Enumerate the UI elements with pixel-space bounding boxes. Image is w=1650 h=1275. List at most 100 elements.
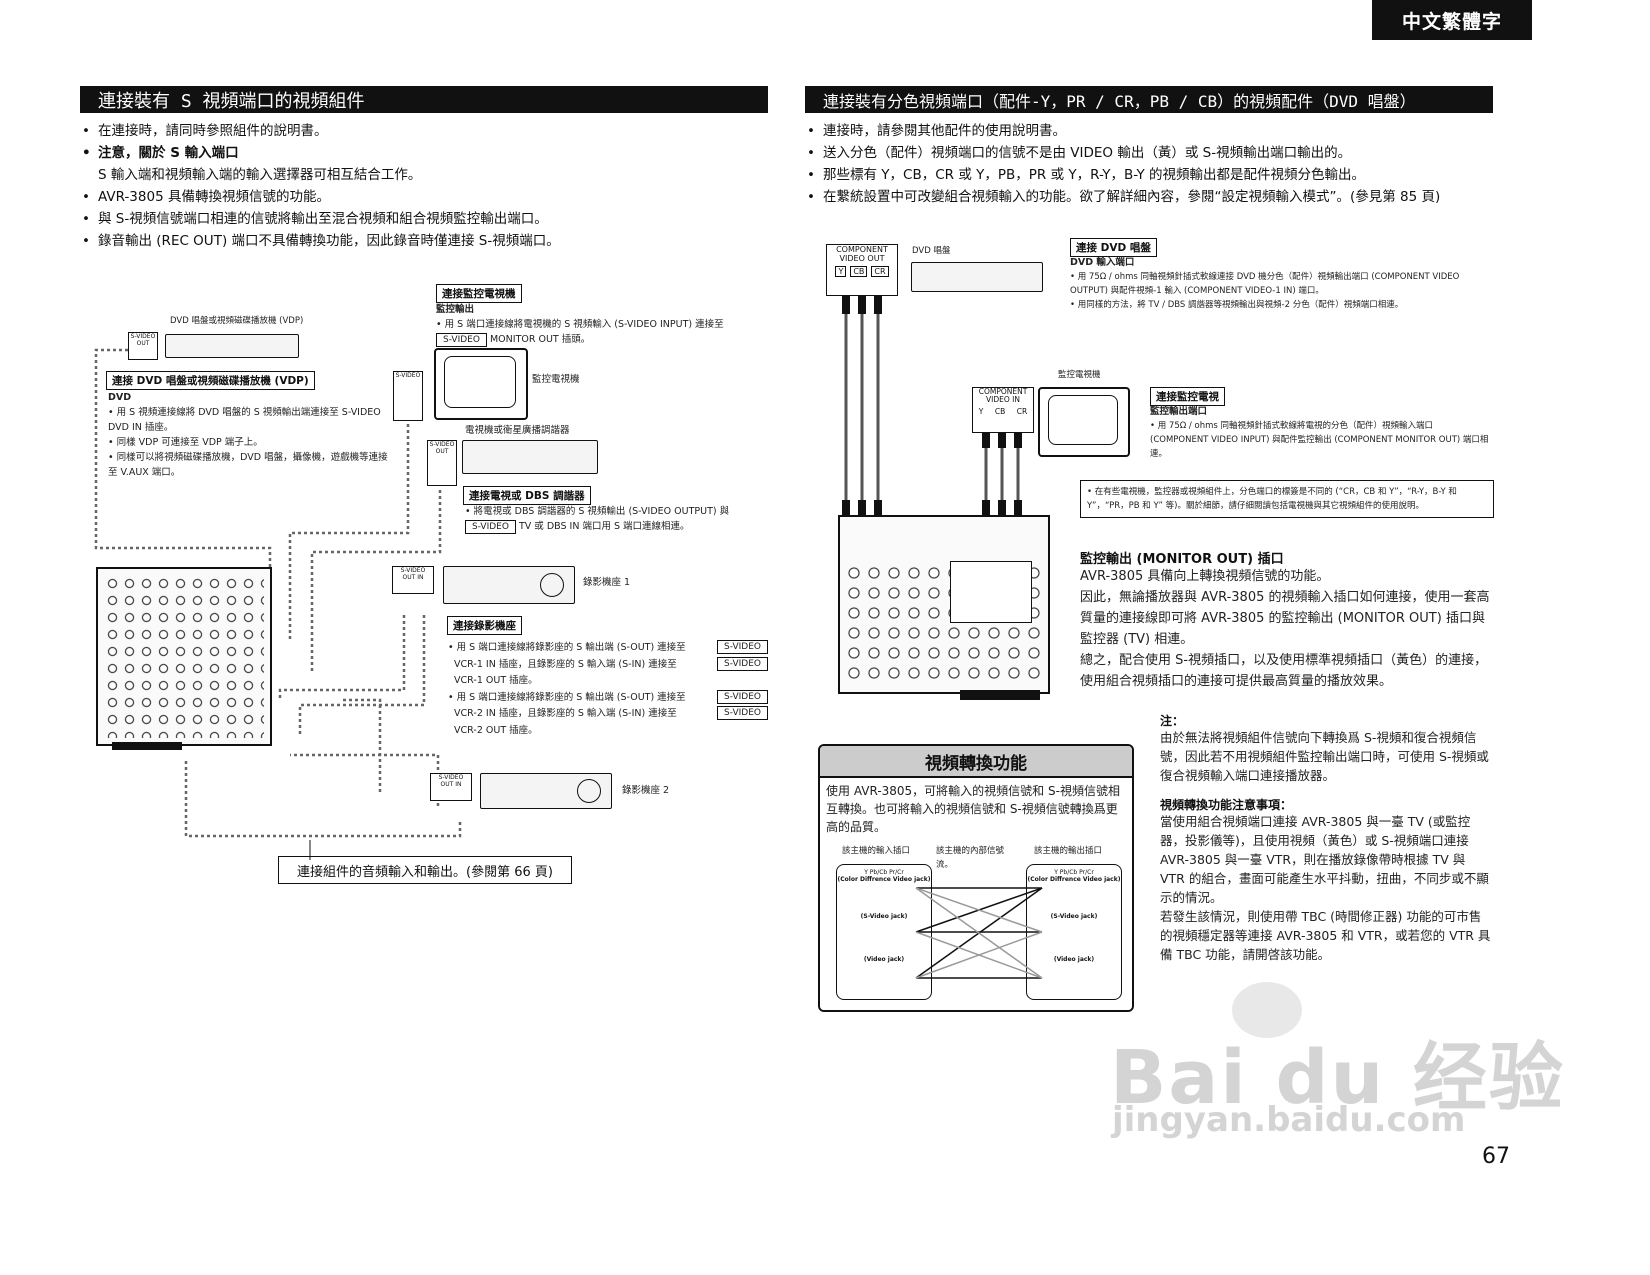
list-item: AVR-3805 具備轉換視頻信號的功能。 <box>80 186 770 208</box>
dvd-player-icon <box>911 262 1043 292</box>
language-tab: 中文繁體字 <box>1372 0 1532 40</box>
note-text: 由於無法將視頻組件信號向下轉換爲 S-視頻和復合視頻信號，因此若不用視頻組件監控… <box>1160 730 1489 783</box>
list-item: VCR-1 IN 插座，且錄影座的 S 輸入端 (S-IN) 連接至 S-VID… <box>448 656 768 674</box>
tv-monitor-icon <box>434 348 528 420</box>
video-conversion-title: 視頻轉換功能 <box>820 746 1132 778</box>
dvd-connect-box: 連接 DVD 唱盤或視頻磁碟播放機 (VDP) <box>106 371 315 390</box>
signal-flow-arrows <box>915 887 1043 979</box>
list-item: VCR-2 IN 插座，且錄影座的 S 輸入端 (S-IN) 連接至 S-VID… <box>448 706 768 723</box>
tv-monitor-icon <box>1038 387 1130 457</box>
monitor-notes: 監控輸出 • 用 S 端口連接線將電視機的 S 視頻輸入 (S-VIDEO IN… <box>436 302 772 347</box>
vc-col-out: 該主機的輸出插口 <box>1034 846 1103 856</box>
tuner-icon <box>462 440 598 474</box>
dvd-player-icon <box>165 334 299 358</box>
video-conversion-panel: 視頻轉換功能 使用 AVR-3805，可將輸入的視頻信號和 S-視頻信號相互轉換… <box>818 744 1134 1012</box>
component-out-box: COMPONENT VIDEO OUT Y CB CR <box>826 244 898 296</box>
left-bullet-list: 在連接時，請同時參照組件的說明書。 注意，關於 S 輸入端口 S 輸入端和視頻輸… <box>80 120 770 252</box>
list-item: • 用 S 視頻連接線將 DVD 唱盤的 S 視頻輸出端連接至 S-VIDEO … <box>108 407 381 433</box>
video-conversion-text: 使用 AVR-3805，可將輸入的視頻信號和 S-視頻信號相互轉換。也可將輸入的… <box>826 784 1120 834</box>
tuner-notes: • 將電視或 DBS 調諧器的 S 視頻輸出 (S-VIDEO OUTPUT) … <box>465 504 771 534</box>
vcr2-label: 錄影機座 2 <box>622 785 670 796</box>
monitor-out-heading: 監控輸出端口 <box>1150 406 1208 417</box>
caution-text: 當使用組合視頻端口連接 AVR-3805 與一臺 TV (或監控器，投影儀等)，… <box>1160 812 1492 964</box>
label-note-box: • 在有些電視機，監控器或視頻組件上，分色端口的標簽是不同的 (“CR，CB 和… <box>1080 480 1494 518</box>
vcr1-label: 錄影機座 1 <box>583 577 631 588</box>
list-item: VCR-1 OUT 插座。 <box>454 675 538 686</box>
svideo-tag: S-VIDEO <box>436 333 487 347</box>
svideo-jack-box: S-VIDEO <box>393 371 423 421</box>
component-out-label: COMPONENT VIDEO OUT <box>836 245 888 263</box>
paw-icon <box>1232 982 1302 1038</box>
monitor-out-paragraphs: AVR-3805 具備向上轉換視頻信號的功能。 因此，無論播放器與 AVR-38… <box>1080 566 1494 692</box>
svideo-tag: S-VIDEO <box>465 520 516 534</box>
tuner-connect-box: 連接電視或 DBS 調諧器 <box>463 486 591 505</box>
svideo-out-label: OUT <box>136 340 150 347</box>
list-item: S-VIDEO TV 或 DBS IN 端口用 S 端口連線相連。 <box>465 519 771 534</box>
list-item: 錄音輸出 (REC OUT) 端口不具備轉換功能，因此錄音時僅連接 S-視頻端口… <box>80 230 770 252</box>
dvd-device-label: DVD 唱盤 <box>912 246 951 256</box>
list-item: • 用 S 端口連接線將錄影座的 S 輸出端 (S-OUT) 連接至 S-VID… <box>448 640 768 657</box>
cr-label: CR <box>871 266 889 277</box>
receiver-foot <box>960 690 1040 700</box>
list-item: • 用 S 端口連接線將錄影座的 S 輸出端 (S-OUT) 連接至 S-VID… <box>448 689 768 707</box>
list-item: • 將電視或 DBS 調諧器的 S 視頻輸出 (S-VIDEO OUTPUT) … <box>465 506 730 517</box>
audio-note-box: 連接組件的音頻輸入和輸出。(參閱第 66 頁) <box>278 856 572 884</box>
note-title: 注： <box>1160 714 1185 728</box>
list-item: • 用 75Ω / ohms 同軸視頻針插式軟線連接 DVD 機分色（配件）視頻… <box>1070 272 1460 296</box>
paragraph: 總之，配合使用 S-視頻插口，以及使用標準視頻插口（黃色）的連接，使用組合視頻插… <box>1080 653 1488 689</box>
list-item: • 用同樣的方法，將 TV / DBS 調諧器等視頻輸出與視頻-2 分色（配件）… <box>1070 300 1404 310</box>
caution-title: 視頻轉換功能注意事項： <box>1160 798 1293 812</box>
list-item: S-VIDEO MONITOR OUT 插頭。 <box>436 332 772 347</box>
monitor-out-heading: 監控輸出 <box>436 304 475 315</box>
paragraph: 當使用組合視頻端口連接 AVR-3805 與一臺 TV (或監控器，投影儀等)，… <box>1160 814 1489 905</box>
vcr2-icon <box>480 773 612 809</box>
dvd-in-heading: DVD 輸入端口 <box>1070 257 1135 268</box>
list-item: • 用 S 端口連接線將電視機的 S 視頻輸入 (S-VIDEO INPUT) … <box>436 319 724 330</box>
list-item: • 同樣可以將視頻磁碟播放機，DVD 唱盤，攝像機，遊戲機等連接至 V.AUX … <box>108 452 388 478</box>
dvd-device-label: DVD 唱盤或視頻磁碟播放機 (VDP) <box>170 316 304 326</box>
watermark-url: jingyan.baidu.com <box>1112 1100 1466 1140</box>
dvd-connect-box: 連接 DVD 唱盤 <box>1070 238 1157 257</box>
paragraph: AVR-3805 具備向上轉換視頻信號的功能。 <box>1080 569 1330 584</box>
receiver-foot <box>112 742 182 750</box>
list-item: 在連接時，請同時參照組件的說明書。 <box>80 120 770 142</box>
paragraph: 若發生該情況，則使用帶 TBC (時間修正器) 功能的可市售的視頻穩定器等連接 … <box>1160 909 1491 962</box>
list-item: 在繫統設置中可改變組合視頻輸入的功能。欲了解詳細內容，參閱“設定視頻輸入模式”。… <box>805 186 1505 208</box>
list-item: • 用 75Ω / ohms 同軸視頻針插式軟線將電視的分色（配件）視頻輸入端口… <box>1150 421 1489 459</box>
tuner-label: 電視機或衛星廣播調諧器 <box>465 425 570 436</box>
page-number: 67 <box>1482 1144 1510 1169</box>
vcr-notes: • 用 S 端口連接線將錄影座的 S 輸出端 (S-OUT) 連接至 S-VID… <box>448 640 768 739</box>
list-item: 送入分色（配件）視頻端口的信號不是由 VIDEO 輸出（黃）或 S-視頻輸出端口… <box>805 142 1505 164</box>
right-section-title: 連接裝有分色視頻端口（配件-Y，PR / CR，PB / CB）的視頻配件（DV… <box>805 86 1493 113</box>
monitor-connect-box: 連接監控電視 <box>1150 387 1225 406</box>
monitor-notes: 監控輸出端口 • 用 75Ω / ohms 同軸視頻針插式軟線將電視的分色（配件… <box>1150 405 1494 461</box>
left-section-title: 連接裝有 S 視頻端口的視頻組件 <box>80 86 768 113</box>
monitor-label: 監控電視機 <box>1058 370 1101 380</box>
list-item: 注意，關於 S 輸入端口 <box>80 142 770 164</box>
vc-col-in: 該主機的輸入插口 <box>842 846 911 856</box>
receiver-rear-panel <box>838 515 1050 694</box>
svideo-tag: S-VIDEO <box>130 333 156 340</box>
receiver-rear-panel <box>96 567 272 746</box>
list-item: • 同樣 VDP 可連接至 VDP 端子上。 <box>108 437 263 448</box>
list-item: 那些標有 Y，CB，CR 或 Y，PB，PR 或 Y，R-Y，B-Y 的視頻輸出… <box>805 164 1505 186</box>
list-item: S 輸入端和視頻輸入端的輸入選擇器可相互結合工作。 <box>98 167 422 183</box>
vcr-connect-box: 連接錄影機座 <box>447 616 522 635</box>
vc-col-mid: 該主機的內部信號流。 <box>936 846 1005 870</box>
list-item: 連接時，請參閱其他配件的使用說明書。 <box>805 120 1505 142</box>
right-bullet-list: 連接時，請參閱其他配件的使用說明書。 送入分色（配件）視頻端口的信號不是由 VI… <box>805 120 1505 208</box>
watermark-logo: Bai du 经验 <box>1110 1035 1565 1121</box>
monitor-connect-box: 連接監控電視機 <box>436 284 522 303</box>
monitor-out-title: 監控輸出 (MONITOR OUT) 插口 <box>1080 552 1284 567</box>
cb-label: CB <box>850 266 868 277</box>
dvd-notes: DVD 輸入端口 • 用 75Ω / ohms 同軸視頻針插式軟線連接 DVD … <box>1070 256 1494 312</box>
dvd-notes: DVD • 用 S 視頻連接線將 DVD 唱盤的 S 視頻輸出端連接至 S-VI… <box>108 390 388 480</box>
y-label: Y <box>835 266 847 277</box>
